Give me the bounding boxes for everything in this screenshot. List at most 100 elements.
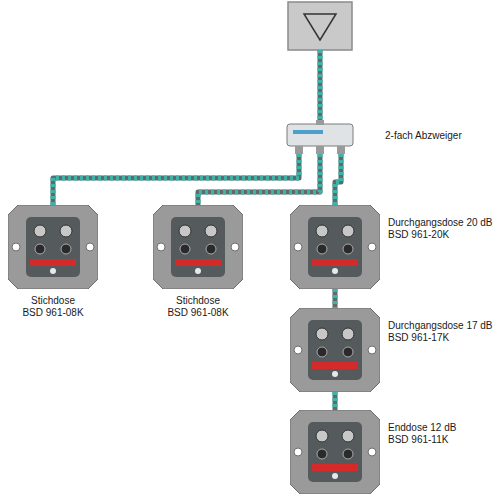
connector (195, 268, 201, 274)
terminal (316, 430, 328, 442)
red-bar (312, 259, 358, 266)
socket-name: 2-fach Abzweiger (385, 130, 462, 142)
socket-body (308, 217, 362, 277)
socket-node: StichdoseBSD 961-08K (153, 205, 243, 289)
red-bar (175, 259, 221, 266)
socket-illustration (290, 410, 380, 494)
model-number: BSD 961-20K (388, 229, 493, 241)
red-bar (312, 362, 358, 369)
socket-node: Durchgangsdose 20 dBBSD 961-20K (290, 205, 380, 289)
connector (332, 473, 338, 479)
socket-name: Enddose 12 dB (388, 422, 456, 434)
cable-stripe (198, 154, 320, 205)
socket-name: Durchgangsdose 20 dB (388, 217, 493, 229)
connector (50, 268, 56, 274)
socket-node: StichdoseBSD 961-08K (8, 205, 98, 289)
cable-core (333, 289, 338, 308)
connector (343, 449, 353, 459)
socket-name: Stichdose (128, 295, 268, 307)
amplifier-symbol (304, 14, 336, 40)
mounting-plate (290, 410, 380, 494)
coax-cable (335, 392, 336, 410)
cable-core (198, 154, 320, 205)
label-block: Durchgangsdose 17 dBBSD 961-17K (388, 320, 493, 344)
terminal (205, 225, 217, 237)
port (316, 146, 324, 154)
coax-cable (53, 154, 299, 205)
mounting-plate (290, 308, 380, 392)
red-bar (30, 259, 76, 266)
socket-body (308, 422, 362, 482)
mounting-plate (8, 205, 98, 289)
connector (332, 268, 338, 274)
connector (317, 244, 327, 254)
socket-illustration (8, 205, 98, 289)
cable-stripe (53, 154, 299, 205)
terminal (342, 430, 354, 442)
cable-stripe (335, 154, 341, 205)
port (337, 146, 345, 154)
terminal (316, 225, 328, 237)
connector (317, 449, 327, 459)
red-bar (312, 464, 358, 471)
cable-stripe (318, 50, 323, 120)
model-number: BSD 961-17K (388, 332, 493, 344)
connector (61, 244, 71, 254)
screw-hole (12, 243, 20, 251)
connector (317, 347, 327, 357)
cable-core (335, 154, 341, 205)
terminal (342, 225, 354, 237)
mounting-plate (290, 205, 380, 289)
terminal (342, 328, 354, 340)
label-block: Enddose 12 dBBSD 961-11K (388, 422, 456, 446)
connector (343, 244, 353, 254)
model-number: BSD 961-08K (128, 307, 268, 319)
socket-illustration (153, 205, 243, 289)
coax-cable (198, 154, 320, 205)
cable-stripe (333, 289, 338, 308)
socket-illustration (290, 308, 380, 392)
amplifier-box (288, 2, 352, 50)
screw-hole (294, 243, 302, 251)
splitter-body (287, 124, 353, 146)
coax-cable (335, 154, 341, 205)
splitter-label-strip (293, 130, 323, 134)
cable-core (53, 154, 299, 205)
socket-body (308, 320, 362, 380)
label-block: Durchgangsdose 20 dBBSD 961-20K (388, 217, 493, 241)
port (316, 120, 324, 125)
connector (35, 244, 45, 254)
cable (318, 50, 323, 120)
connector (206, 244, 216, 254)
terminal (60, 225, 72, 237)
socket-body (26, 217, 80, 277)
coax-cable (335, 289, 336, 308)
splitter-illustration (285, 120, 355, 154)
socket-name: Stichdose (0, 295, 123, 307)
terminal (179, 225, 191, 237)
screw-hole (157, 243, 165, 251)
splitter-node: 2-fach Abzweiger (285, 120, 355, 154)
screw-hole (294, 346, 302, 354)
socket-name: Durchgangsdose 17 dB (388, 320, 493, 332)
socket-node: Enddose 12 dBBSD 961-11K (290, 410, 380, 494)
screw-hole (231, 243, 239, 251)
terminal (316, 328, 328, 340)
socket-body (171, 217, 225, 277)
cable-core (333, 392, 338, 410)
screw-hole (294, 448, 302, 456)
screw-hole (86, 243, 94, 251)
model-number: BSD 961-08K (0, 307, 123, 319)
screw-hole (368, 448, 376, 456)
connector (332, 371, 338, 377)
socket-node: Durchgangsdose 17 dBBSD 961-17K (290, 308, 380, 392)
socket-illustration (290, 205, 380, 289)
terminal (34, 225, 46, 237)
mounting-plate (153, 205, 243, 289)
cable-stripe (333, 392, 338, 410)
connector (343, 347, 353, 357)
port (295, 146, 303, 154)
label-block: StichdoseBSD 961-08K (128, 295, 268, 319)
